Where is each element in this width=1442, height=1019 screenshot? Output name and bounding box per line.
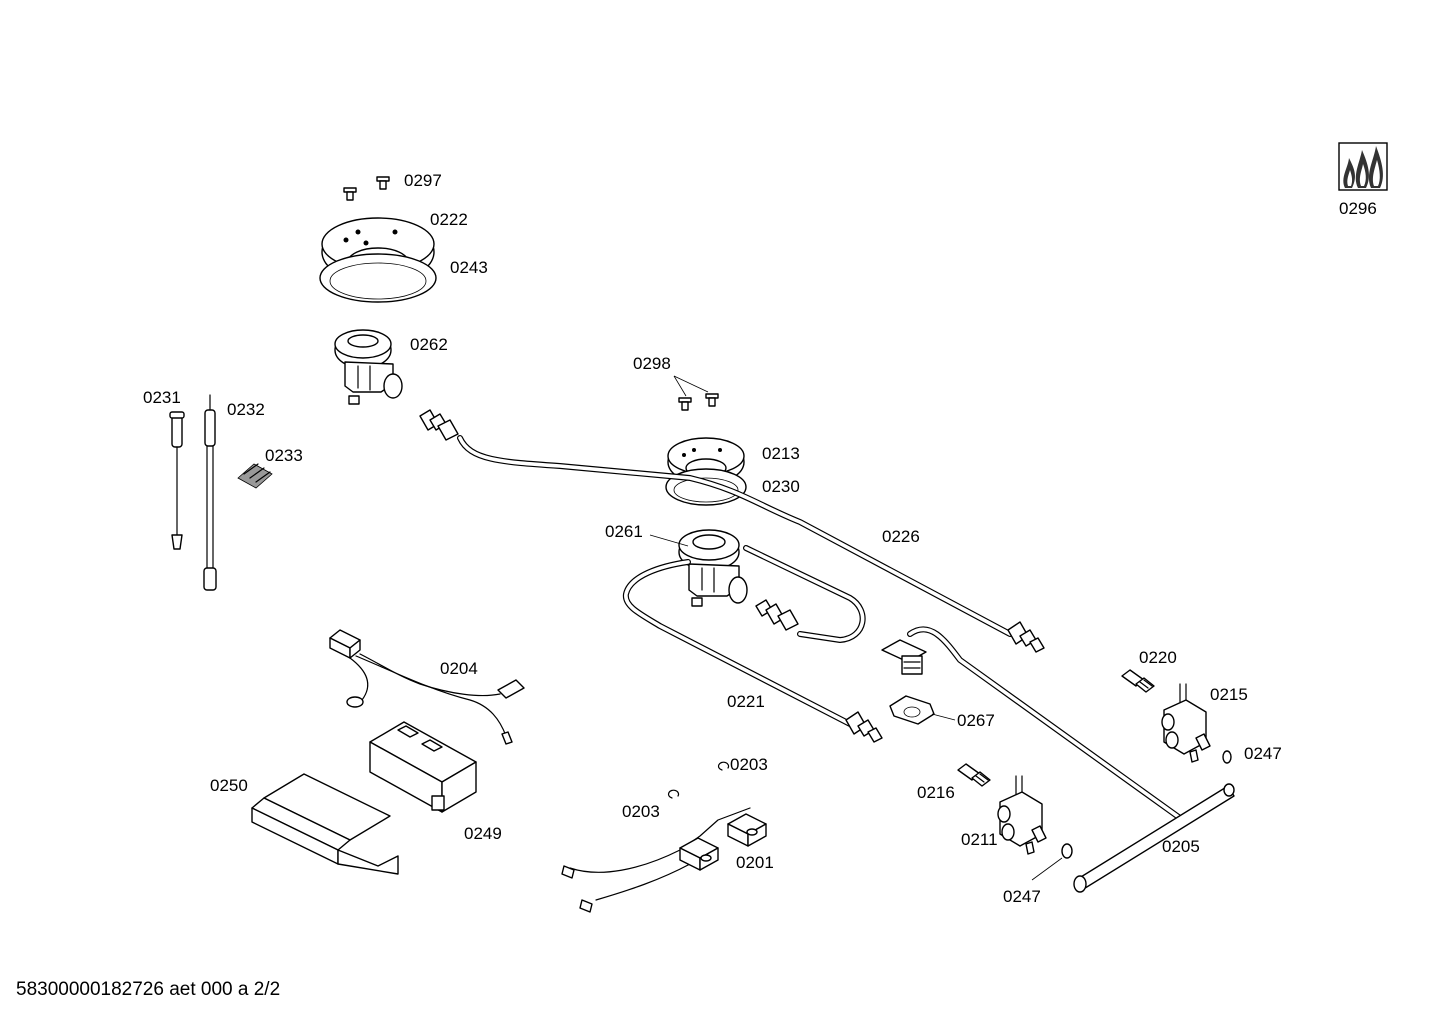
igniter-switch-0201 — [561, 807, 767, 913]
gas-manifold-0205 — [881, 626, 1235, 893]
label-0211: 0211 — [961, 830, 998, 849]
thermocouple-0231 — [169, 411, 185, 550]
gasket-0267 — [889, 695, 935, 725]
label-0267: 0267 — [957, 711, 995, 730]
label-0298: 0298 — [633, 354, 671, 373]
label-0215: 0215 — [1210, 685, 1248, 704]
label-0230: 0230 — [762, 477, 800, 496]
label-0216: 0216 — [917, 783, 955, 802]
label-0204: 0204 — [440, 659, 478, 678]
label-0262: 0262 — [410, 335, 448, 354]
label-0203-bottom: 0203 — [622, 802, 660, 821]
o-ring-0247-bottom — [1031, 843, 1073, 881]
label-0201: 0201 — [736, 853, 774, 872]
gas-pipe-0221 — [622, 545, 883, 743]
gas-valve-0215 — [1161, 683, 1211, 763]
retaining-clip-0233 — [237, 463, 273, 489]
burner-screw-pair-top — [343, 176, 390, 201]
burner-body-0261 — [678, 529, 748, 607]
label-0205: 0205 — [1162, 837, 1200, 856]
label-0222: 0222 — [430, 210, 468, 229]
ignition-electrode-0232 — [203, 394, 217, 591]
label-0297: 0297 — [404, 171, 442, 190]
mounting-bracket-0250 — [251, 773, 399, 875]
wire-harness-0204 — [329, 629, 525, 745]
label-0296: 0296 — [1339, 199, 1377, 218]
label-0261: 0261 — [605, 522, 643, 541]
label-0247-right: 0247 — [1244, 744, 1282, 763]
gas-valve-0211 — [997, 775, 1047, 855]
burner-body-0262 — [334, 329, 403, 405]
o-ring-0247-right — [1222, 750, 1232, 764]
label-0221: 0221 — [727, 692, 765, 711]
label-0250: 0250 — [210, 776, 248, 795]
label-0226: 0226 — [882, 527, 920, 546]
burner-gasket-0243 — [319, 253, 437, 303]
gas-pipe-0226 — [419, 409, 1045, 653]
label-0203-top: 0203 — [730, 755, 768, 774]
label-0220: 0220 — [1139, 648, 1177, 667]
valve-nozzle-0216 — [957, 763, 991, 787]
circlip-0203-bottom — [667, 789, 680, 799]
label-0243: 0243 — [450, 258, 488, 277]
label-0249: 0249 — [464, 824, 502, 843]
document-id-footer: 58300000182726 aet 000 a 2/2 — [16, 979, 281, 1000]
label-0247-bottom: 0247 — [1003, 887, 1041, 906]
label-0233: 0233 — [265, 446, 303, 465]
ignition-module-0249 — [369, 721, 477, 813]
label-0232: 0232 — [227, 400, 265, 419]
flame-logo-icon — [1338, 142, 1388, 191]
circlip-0203-top — [717, 761, 730, 771]
burner-screw-pair-mid — [673, 375, 719, 411]
label-0213: 0213 — [762, 444, 800, 463]
label-0231: 0231 — [143, 388, 181, 407]
valve-nozzle-0220 — [1121, 669, 1155, 693]
